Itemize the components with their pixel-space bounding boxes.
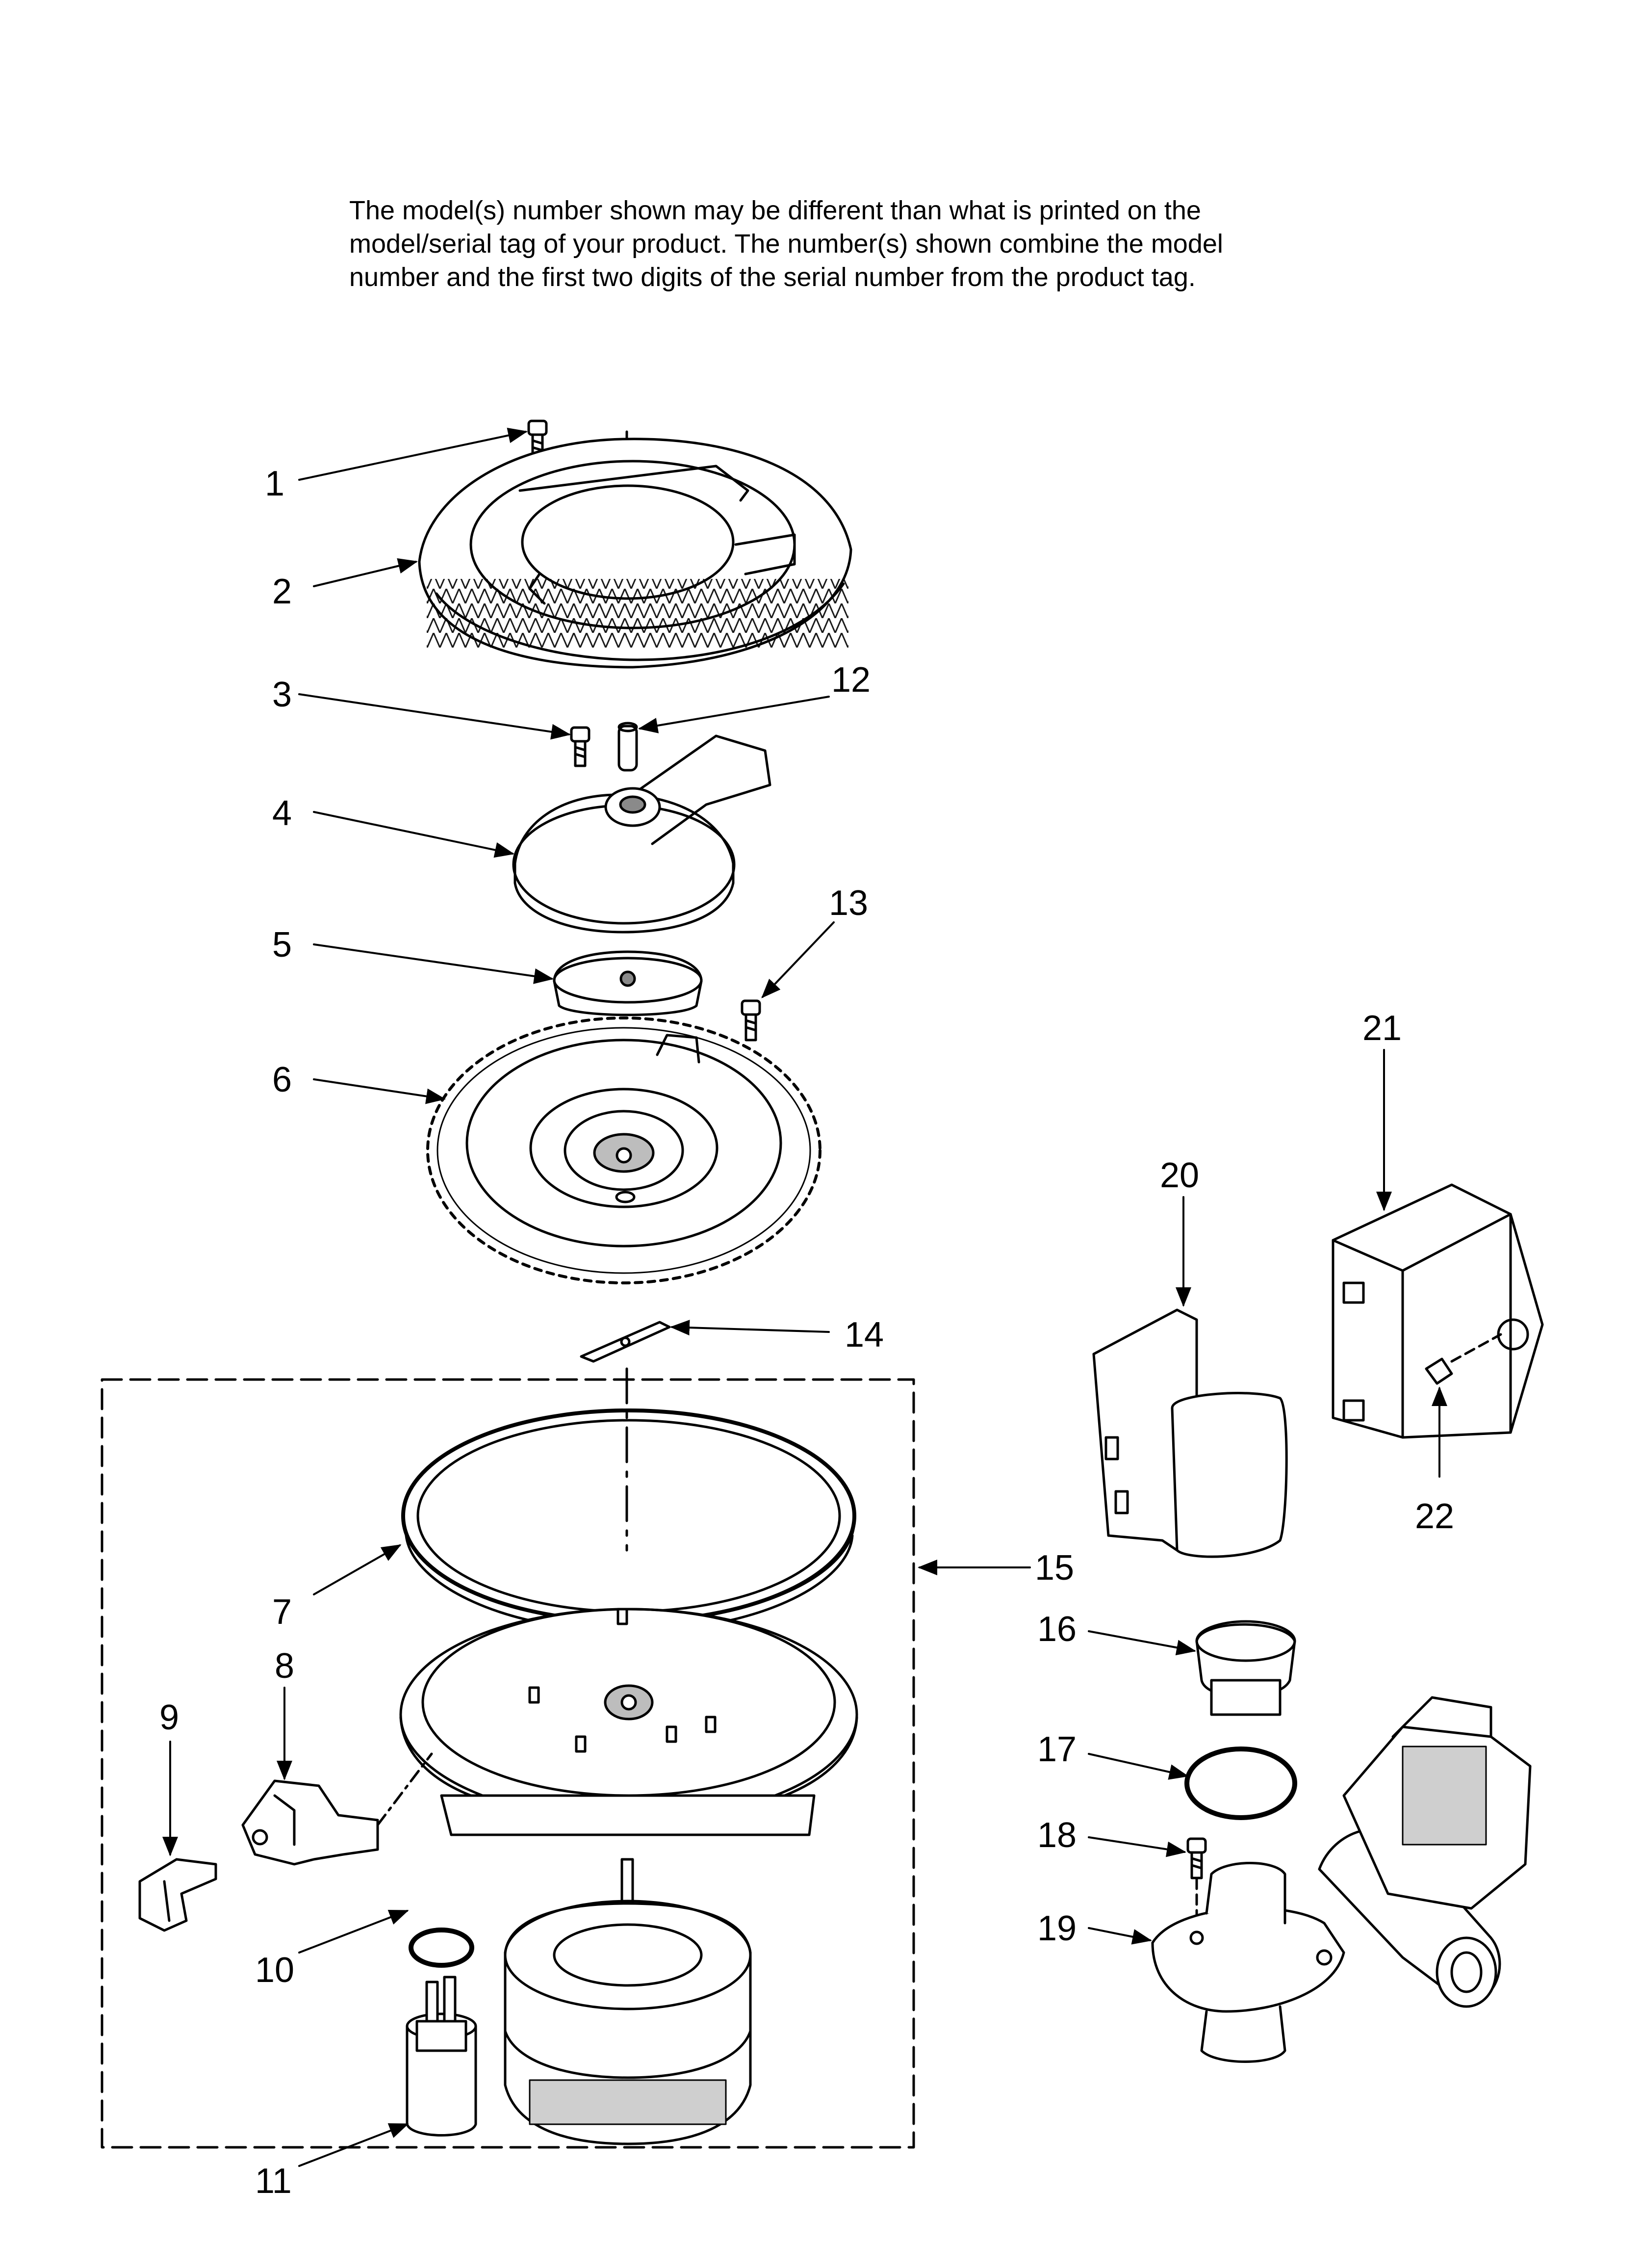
leader-10: [298, 1910, 409, 1954]
callout-15: 15: [1035, 1548, 1074, 1588]
callout-21: 21: [1362, 1009, 1402, 1048]
part-19-drain-pump: [1151, 1696, 1532, 2063]
part-2-filter-housing: [418, 438, 852, 669]
callout-8: 8: [275, 1646, 294, 1686]
callout-11: 11: [255, 2162, 292, 2201]
callout-20: 20: [1160, 1156, 1199, 1195]
callout-13: 13: [829, 884, 868, 923]
callout-22: 22: [1415, 1497, 1454, 1536]
leader-16: [1088, 1630, 1196, 1656]
part-11-sensor: [406, 1976, 477, 2137]
leader-7: [313, 1544, 402, 1595]
part-3-screw: [570, 726, 590, 767]
part-7-seal-ring: [401, 1408, 856, 1633]
part-4-pump-cover: [512, 734, 771, 934]
leader-6: [313, 1078, 446, 1104]
part-16-coupler: [1195, 1620, 1296, 1716]
part-5-impeller: [553, 950, 703, 1017]
callout-12: 12: [831, 660, 871, 700]
leader-4: [313, 811, 514, 858]
part-22-screw: [1425, 1357, 1453, 1385]
leader-5: [313, 943, 554, 984]
callout-5: 5: [272, 925, 292, 965]
callout-4: 4: [272, 794, 292, 833]
callout-6: 6: [272, 1060, 292, 1099]
part-14-gasket: [580, 1321, 671, 1363]
callout-14: 14: [845, 1315, 884, 1355]
leader-11: [298, 2123, 409, 2167]
leader-18: [1088, 1836, 1186, 1857]
part-17-o-ring: [1184, 1747, 1297, 1820]
part-13-screw: [741, 999, 761, 1042]
bracket-leader-dashed: [376, 1752, 433, 1826]
disclaimer-line-3: number and the first two digits of the s…: [349, 262, 1196, 292]
part-9-clip: [138, 1858, 217, 1932]
leader-1: [298, 427, 528, 481]
kit-15-boundary: [101, 1378, 915, 2149]
model-number-disclaimer: The model(s) number shown may be differe…: [349, 194, 1379, 294]
part-6-pump-base: [426, 1017, 821, 1284]
part-12-pin: [617, 722, 638, 772]
part-21-electrical-box: [1332, 1183, 1544, 1439]
part-18-screw: [1186, 1837, 1207, 1879]
sump-assembly: [399, 1608, 858, 1836]
leader-19: [1088, 1927, 1152, 1945]
part-20-mounting-bracket: [1092, 1308, 1288, 1558]
box-screw-leader-dashed: [1450, 1333, 1502, 1363]
disclaimer-line-1: The model(s) number shown may be differe…: [349, 196, 1201, 225]
part-8-bracket: [241, 1779, 379, 1866]
callout-19: 19: [1037, 1909, 1077, 1948]
callout-labels: 1 2 3 4 5 6 7 8 9 10 11 12 13 14 15 16 1…: [159, 464, 1454, 2201]
leader-14: [670, 1320, 830, 1336]
wash-motor: [504, 1858, 752, 2145]
leader-13: [761, 921, 835, 998]
callout-3: 3: [272, 675, 292, 714]
callout-16: 16: [1037, 1610, 1077, 1649]
leader-3: [298, 693, 571, 740]
callout-9: 9: [159, 1698, 179, 1737]
leader-arrows: [162, 427, 1447, 2167]
callout-10: 10: [255, 1951, 294, 1990]
callout-18: 18: [1037, 1816, 1077, 1855]
part-10-o-ring: [409, 1928, 474, 1968]
disclaimer-line-2: model/serial tag of your product. The nu…: [349, 229, 1223, 259]
callout-7: 7: [272, 1592, 292, 1632]
leader-2: [313, 558, 418, 587]
callout-1: 1: [265, 464, 284, 503]
callout-2: 2: [272, 572, 292, 611]
leader-17: [1088, 1753, 1189, 1780]
callout-17: 17: [1037, 1730, 1077, 1769]
leader-12: [638, 696, 830, 733]
